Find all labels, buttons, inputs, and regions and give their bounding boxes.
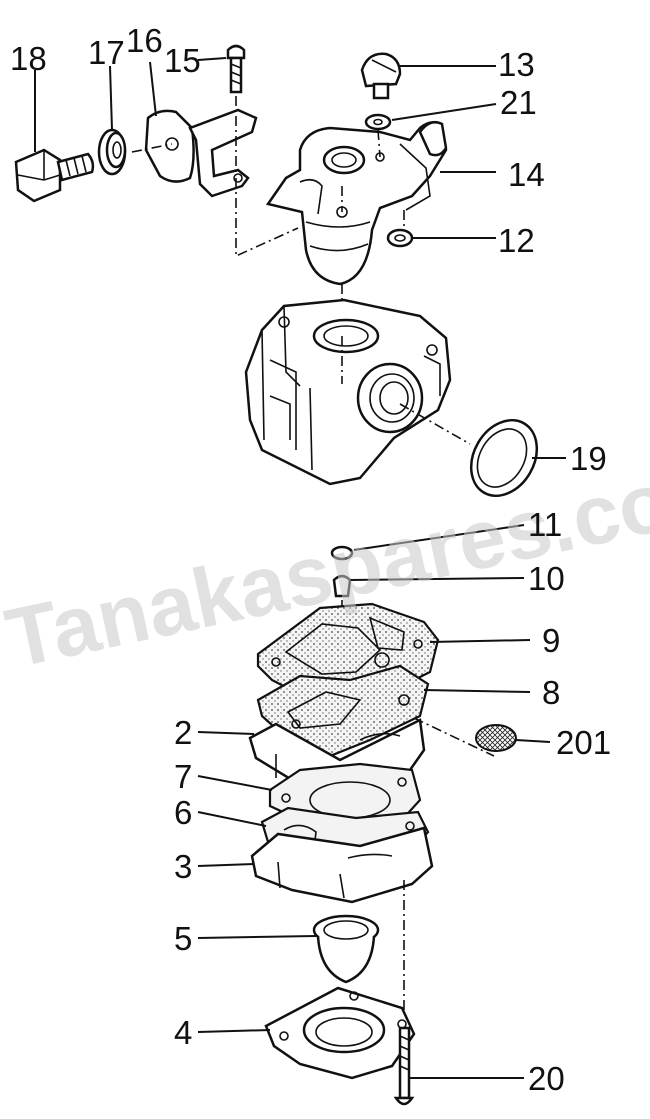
main-body <box>244 298 471 486</box>
part-5-cup <box>312 914 380 984</box>
callout-2: 2 <box>174 714 192 751</box>
callout-5: 5 <box>174 920 192 957</box>
callout-20: 20 <box>528 1060 565 1097</box>
callout-11: 11 <box>528 506 562 543</box>
callout-18: 18 <box>10 40 47 77</box>
callout-21: 21 <box>500 84 537 121</box>
part-14-top-body <box>235 121 448 286</box>
callout-17: 17 <box>88 34 125 71</box>
callout-16: 16 <box>126 22 163 59</box>
part-17-nut <box>97 128 127 176</box>
callout-14: 14 <box>508 156 545 193</box>
part-12-ring <box>386 228 414 248</box>
callout-201: 201 <box>556 724 611 761</box>
callout-8: 8 <box>542 674 560 711</box>
callout-9: 9 <box>542 622 560 659</box>
callout-13: 13 <box>498 46 535 83</box>
part-11-oring <box>330 545 354 561</box>
part-3-metering-body <box>250 826 434 1010</box>
callout-labels: 18 17 16 15 13 21 14 12 19 11 10 9 8 2 2… <box>10 22 611 1097</box>
callout-7: 7 <box>174 758 192 795</box>
part-20-screw <box>393 1026 415 1106</box>
leader-lines <box>34 57 566 1079</box>
callout-19: 19 <box>570 440 607 477</box>
part-16-bracket <box>131 108 258 198</box>
part-201-screen <box>475 724 517 752</box>
part-19-ring <box>469 419 539 497</box>
callout-15: 15 <box>164 42 201 79</box>
callout-10: 10 <box>528 560 565 597</box>
callout-4: 4 <box>174 1014 192 1051</box>
callout-12: 12 <box>498 222 535 259</box>
part-13-screw <box>360 52 402 100</box>
callout-3: 3 <box>174 848 192 885</box>
callout-6: 6 <box>174 794 192 831</box>
part-15-screw <box>226 44 246 175</box>
part-18-fitting <box>14 148 95 203</box>
part-21-washer <box>364 113 392 131</box>
part-4-cover <box>264 986 416 1080</box>
